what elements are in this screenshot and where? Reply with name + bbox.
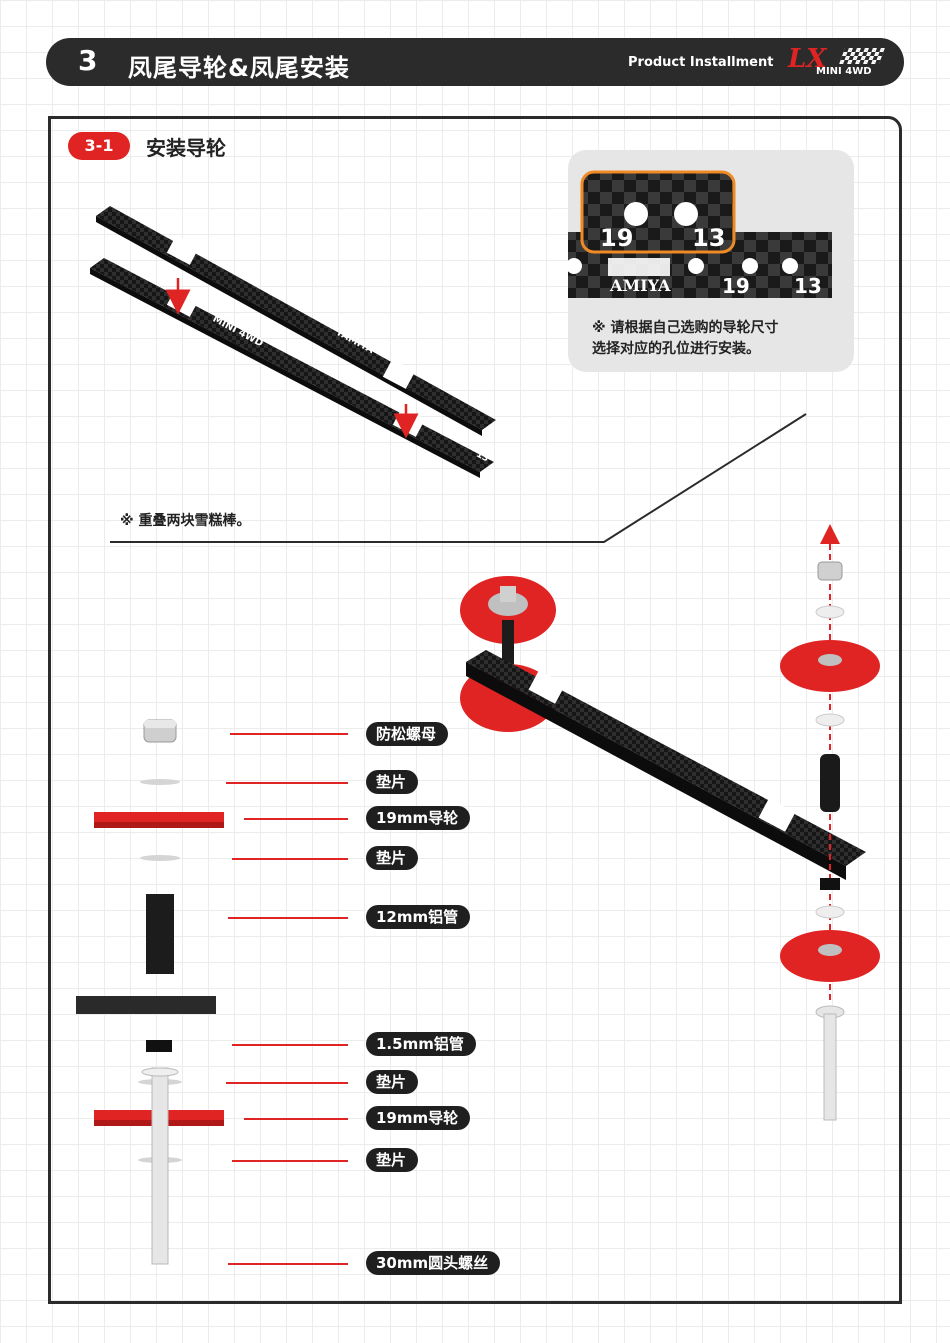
logo-mark: LX bbox=[788, 44, 827, 74]
exploded-parts-left bbox=[76, 719, 224, 1265]
callout-hole-19-label: 19 bbox=[600, 224, 634, 252]
page-subtitle-en: Product Installment bbox=[628, 55, 774, 70]
part-label-roller-19mm: 19mm导轮 bbox=[366, 1106, 471, 1130]
section-title: 安装导轮 bbox=[146, 136, 226, 160]
leader-line bbox=[228, 1263, 348, 1265]
callout-brand-text: AMIYA bbox=[610, 276, 671, 295]
content-frame bbox=[48, 116, 902, 1304]
part-label-aluminum-tube-1-5mm: 1.5mm铝管 bbox=[366, 1032, 476, 1056]
leader-line bbox=[232, 1044, 348, 1046]
part-label-roller-19mm: 19mm导轮 bbox=[366, 806, 471, 830]
divider-line bbox=[110, 413, 807, 543]
leader-line bbox=[228, 917, 348, 919]
part-label-washer: 垫片 bbox=[366, 770, 419, 794]
leader-line bbox=[226, 782, 348, 784]
page-title: 凤尾导轮&凤尾安装 bbox=[128, 54, 350, 82]
brand-logo: LX MINI 4WD bbox=[788, 44, 888, 80]
leader-line bbox=[244, 818, 348, 820]
callout-hole-13-label: 13 bbox=[692, 224, 726, 252]
overlap-bars-note: ※ 重叠两块雪糕棒。 bbox=[120, 513, 251, 529]
part-label-washer: 垫片 bbox=[366, 846, 419, 870]
leader-line bbox=[230, 733, 348, 735]
callout-bar-13: 13 bbox=[794, 274, 822, 298]
step-number: 3 bbox=[78, 44, 98, 77]
logo-text: MINI 4WD bbox=[816, 66, 872, 77]
leader-line bbox=[232, 1160, 348, 1162]
leader-line bbox=[226, 1082, 348, 1084]
callout-bar-19: 19 bbox=[722, 274, 750, 298]
leader-line bbox=[244, 1118, 348, 1120]
hole-selection-note: ※ 请根据自己选购的导轮尺寸 选择对应的孔位进行安装。 bbox=[592, 320, 779, 357]
stacked-bars-illustration bbox=[90, 206, 496, 478]
part-label-washer: 垫片 bbox=[366, 1070, 419, 1094]
part-label-aluminum-tube-12mm: 12mm铝管 bbox=[366, 905, 471, 929]
leader-line bbox=[232, 858, 348, 860]
part-label-round-head-screw-30mm: 30mm圆头螺丝 bbox=[366, 1251, 501, 1275]
assembled-roller-diagram bbox=[460, 524, 880, 1121]
callout-bar-illustration bbox=[566, 170, 832, 298]
part-label-locknut: 防松螺母 bbox=[366, 722, 449, 746]
page-header: 3 凤尾导轮&凤尾安装 Product Installment LX MINI … bbox=[46, 38, 904, 86]
section-badge: 3-1 bbox=[68, 132, 130, 160]
part-label-washer: 垫片 bbox=[366, 1148, 419, 1172]
